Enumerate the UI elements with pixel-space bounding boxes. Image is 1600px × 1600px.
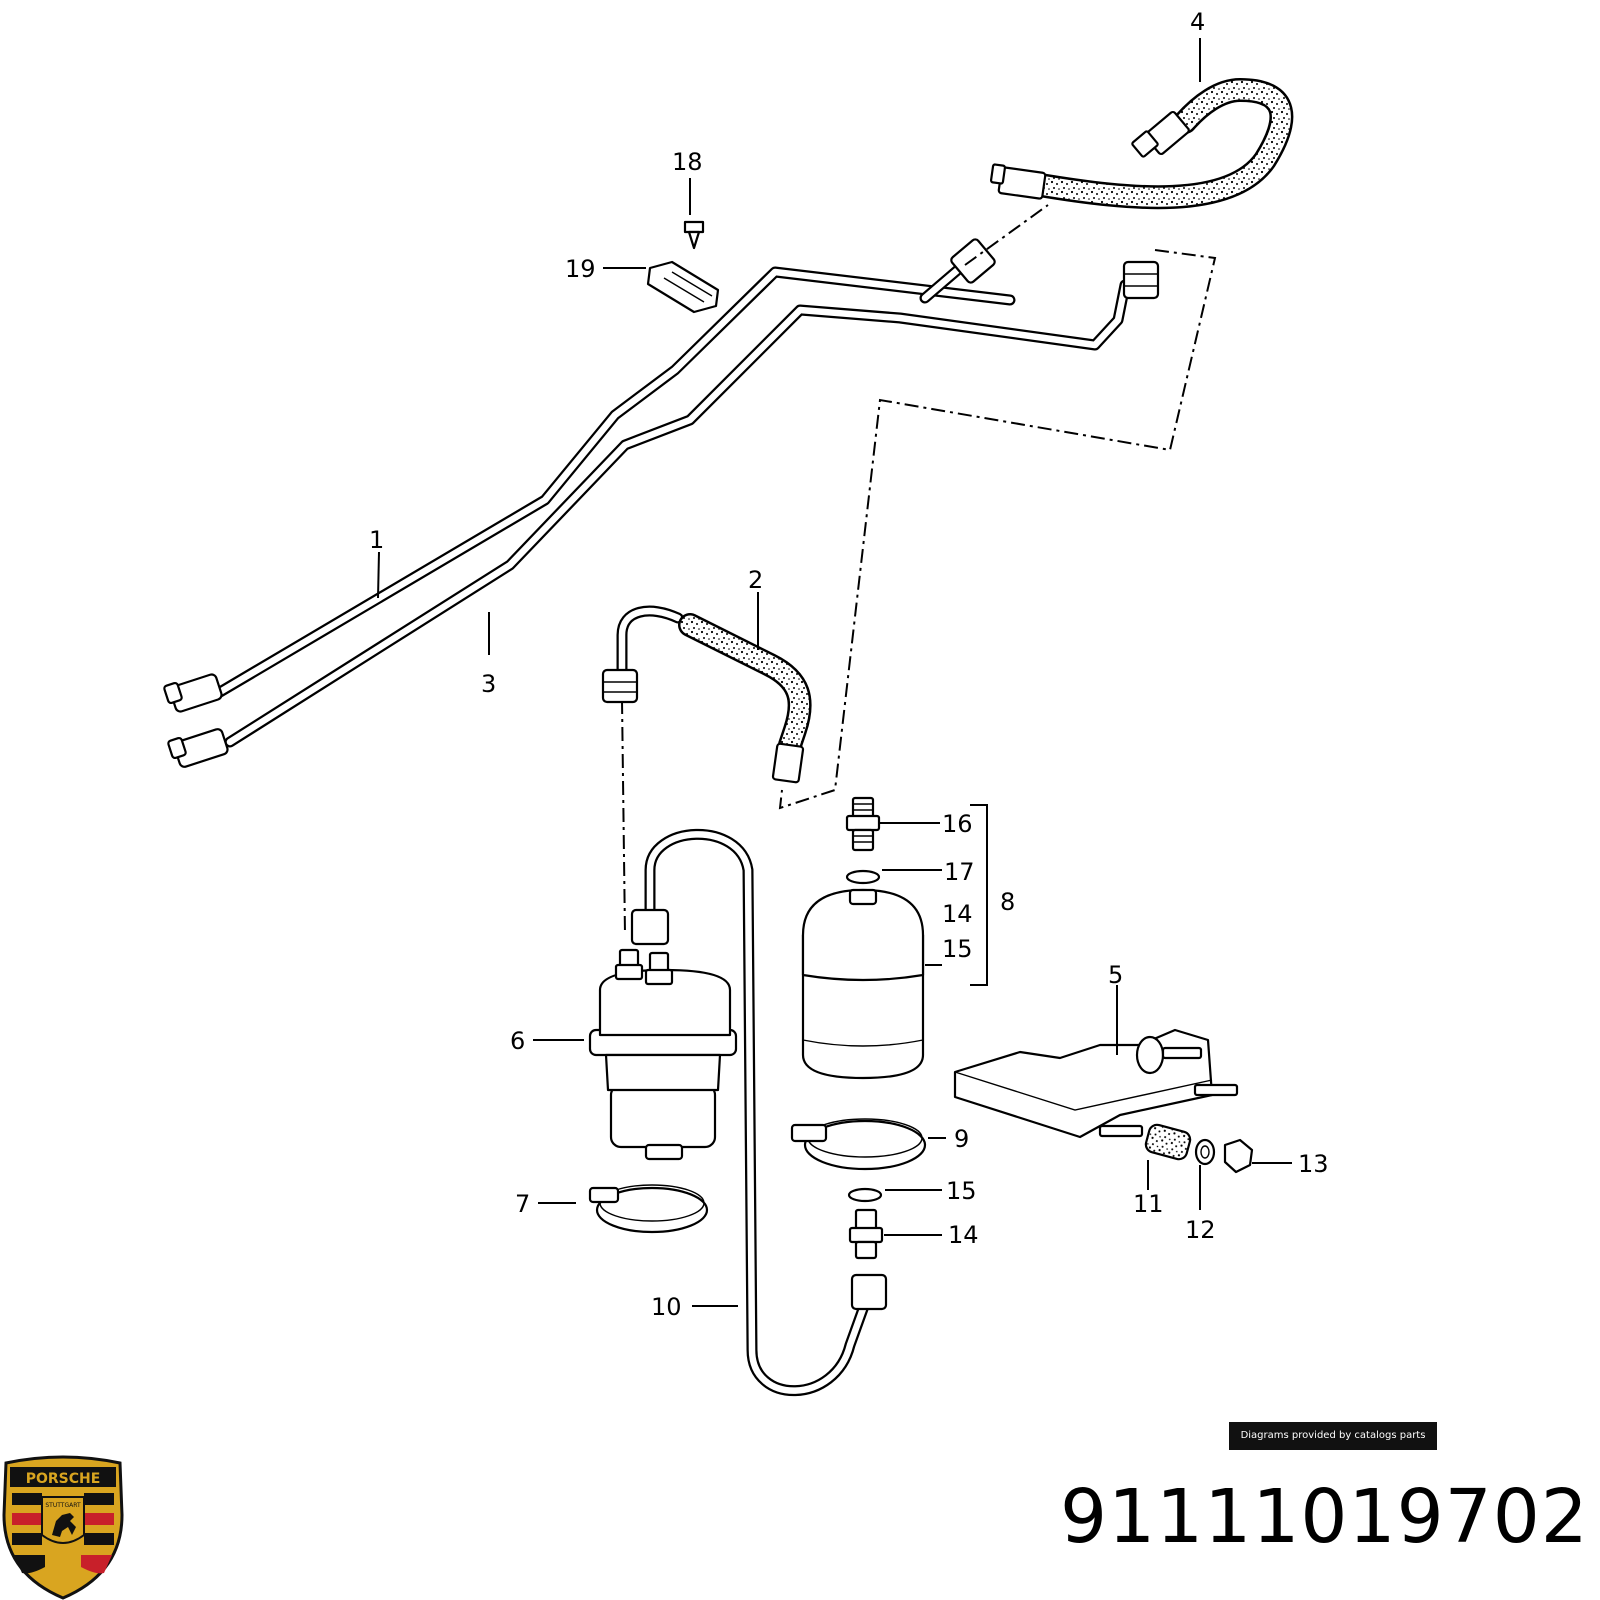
fuel-line-1 <box>163 266 1016 713</box>
crest-word: PORSCHE <box>26 1471 101 1487</box>
callout-19: 19 <box>565 255 596 283</box>
callout-15-lower: 15 <box>946 1177 977 1205</box>
leader-lines <box>377 38 1292 1307</box>
fuel-filter-8 <box>801 796 925 1080</box>
callout-6: 6 <box>510 1027 525 1055</box>
union-fitting <box>919 238 996 304</box>
clamp-9 <box>790 1118 927 1171</box>
mount-parts <box>1144 1123 1254 1174</box>
accumulator-6 <box>588 948 738 1161</box>
callout-7: 7 <box>515 1190 530 1218</box>
callout-17: 17 <box>944 858 975 886</box>
callout-18: 18 <box>672 148 703 176</box>
clip-19 <box>646 260 720 314</box>
callout-labels: 1 2 3 4 5 6 7 8 9 10 11 12 13 14 14 15 1… <box>369 8 1329 1321</box>
callout-1: 1 <box>369 526 384 554</box>
callout-8: 8 <box>1000 888 1015 916</box>
callout-15-upper: 15 <box>942 935 973 963</box>
credit-badge: Diagrams provided by catalogs parts <box>1229 1422 1437 1450</box>
callout-2: 2 <box>748 566 763 594</box>
clamp-7 <box>588 1184 709 1234</box>
callout-11: 11 <box>1133 1190 1164 1218</box>
callout-14-upper: 14 <box>942 900 973 928</box>
callout-3: 3 <box>481 670 496 698</box>
line-10 <box>630 828 888 1397</box>
part-number: 91111019702 <box>1060 1474 1589 1560</box>
porsche-crest-icon: PORSCHE STUTTGART <box>2 1455 124 1600</box>
fuel-line-3 <box>167 260 1160 768</box>
callout-9: 9 <box>954 1125 969 1153</box>
callout-16: 16 <box>942 810 973 838</box>
bracket-5 <box>953 1028 1239 1139</box>
crest-city: STUTTGART <box>45 1502 81 1509</box>
callout-5: 5 <box>1108 961 1123 989</box>
callout-4: 4 <box>1190 8 1205 36</box>
hose-4 <box>989 78 1294 210</box>
callout-12: 12 <box>1185 1216 1216 1244</box>
callout-14-lower: 14 <box>948 1221 979 1249</box>
callout-13: 13 <box>1298 1150 1329 1178</box>
hose-2 <box>601 605 812 784</box>
lower-fittings <box>847 1187 884 1260</box>
callout-10: 10 <box>651 1293 682 1321</box>
screw-18 <box>683 220 705 250</box>
